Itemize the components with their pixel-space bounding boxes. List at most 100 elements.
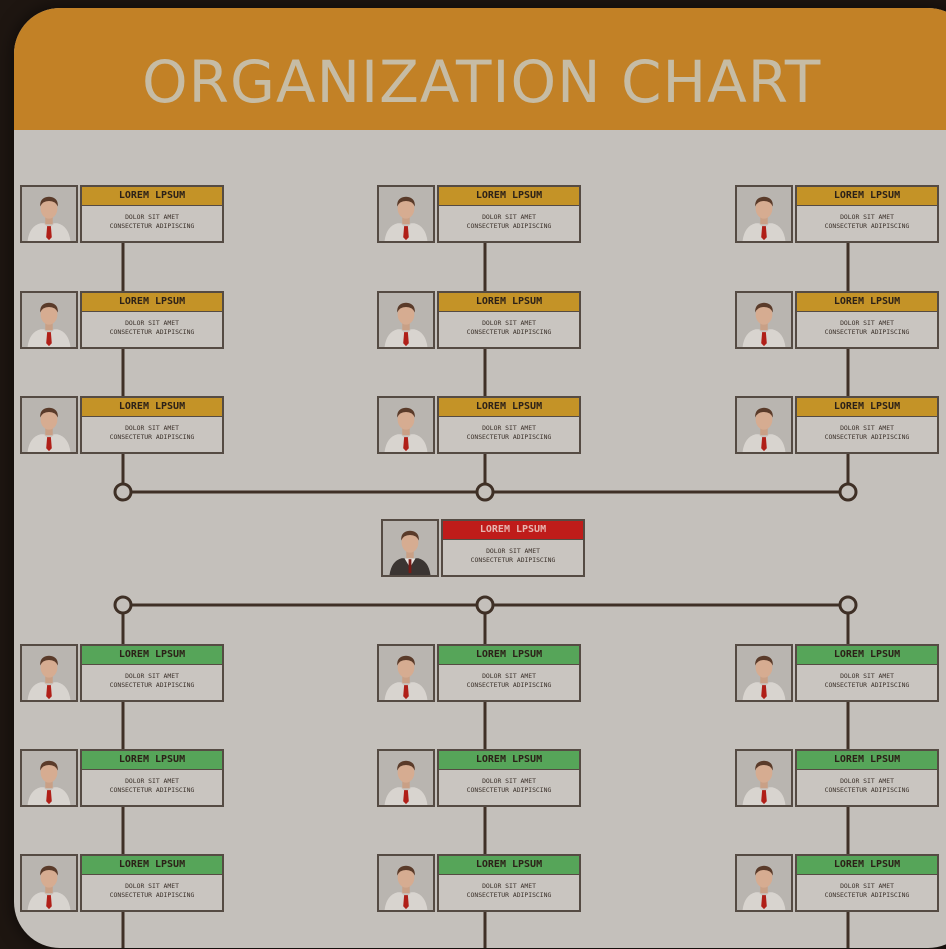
role-description-line-1: DOLOR SIT AMET bbox=[125, 777, 179, 785]
role-description-line-2: CONSECTETUR ADIPISCING bbox=[109, 681, 195, 689]
person-avatar-icon bbox=[377, 854, 435, 912]
header-banner: ORGANIZATION CHART bbox=[14, 8, 946, 130]
person-avatar-icon bbox=[377, 644, 435, 702]
role-name: LOREM LPSUM bbox=[439, 293, 579, 312]
role-description-line-2: CONSECTETUR ADIPISCING bbox=[824, 433, 910, 441]
person-avatar-icon bbox=[377, 396, 435, 454]
person-avatar-icon bbox=[735, 396, 793, 454]
role-description-line-1: DOLOR SIT AMET bbox=[840, 672, 894, 680]
person-avatar-icon bbox=[735, 644, 793, 702]
role-name: LOREM LPSUM bbox=[443, 521, 583, 540]
role-description-line-2: CONSECTETUR ADIPISCING bbox=[824, 891, 910, 899]
top-junction-node-2 bbox=[475, 482, 495, 502]
role-name: LOREM LPSUM bbox=[797, 293, 937, 312]
page-title: ORGANIZATION CHART bbox=[142, 48, 822, 116]
role-description-line-1: DOLOR SIT AMET bbox=[125, 424, 179, 432]
bottom-junction-node-1 bbox=[113, 595, 133, 615]
person-avatar-icon bbox=[735, 185, 793, 243]
role-name: LOREM LPSUM bbox=[797, 856, 937, 875]
role-description-line-2: CONSECTETUR ADIPISCING bbox=[824, 222, 910, 230]
person-avatar-icon bbox=[377, 291, 435, 349]
person-avatar-icon bbox=[20, 291, 78, 349]
role-name: LOREM LPSUM bbox=[797, 751, 937, 770]
role-name: LOREM LPSUM bbox=[439, 187, 579, 206]
person-avatar-icon bbox=[20, 854, 78, 912]
role-description-line-1: DOLOR SIT AMET bbox=[840, 213, 894, 221]
role-name: LOREM LPSUM bbox=[82, 856, 222, 875]
role-name: LOREM LPSUM bbox=[439, 398, 579, 417]
person-avatar-icon bbox=[377, 185, 435, 243]
role-description-line-2: CONSECTETUR ADIPISCING bbox=[466, 786, 552, 794]
role-description-line-2: CONSECTETUR ADIPISCING bbox=[109, 328, 195, 336]
person-avatar-icon bbox=[20, 644, 78, 702]
role-description-line-1: DOLOR SIT AMET bbox=[482, 777, 536, 785]
top-junction-node-3 bbox=[838, 482, 858, 502]
top-junction-node-1 bbox=[113, 482, 133, 502]
role-description-line-1: DOLOR SIT AMET bbox=[125, 882, 179, 890]
person-avatar-icon bbox=[377, 749, 435, 807]
role-description-line-1: DOLOR SIT AMET bbox=[125, 672, 179, 680]
role-description-line-2: CONSECTETUR ADIPISCING bbox=[824, 786, 910, 794]
role-name: LOREM LPSUM bbox=[82, 293, 222, 312]
role-description-line-2: CONSECTETUR ADIPISCING bbox=[466, 891, 552, 899]
role-name: LOREM LPSUM bbox=[797, 398, 937, 417]
role-name: LOREM LPSUM bbox=[82, 751, 222, 770]
role-description-line-2: CONSECTETUR ADIPISCING bbox=[824, 328, 910, 336]
role-name: LOREM LPSUM bbox=[797, 187, 937, 206]
role-name: LOREM LPSUM bbox=[82, 398, 222, 417]
role-description-line-1: DOLOR SIT AMET bbox=[482, 424, 536, 432]
role-description-line-1: DOLOR SIT AMET bbox=[482, 319, 536, 327]
role-description-line-1: DOLOR SIT AMET bbox=[840, 882, 894, 890]
role-description-line-1: DOLOR SIT AMET bbox=[840, 777, 894, 785]
role-description-line-2: CONSECTETUR ADIPISCING bbox=[466, 681, 552, 689]
role-description-line-1: DOLOR SIT AMET bbox=[840, 319, 894, 327]
role-description-line-2: CONSECTETUR ADIPISCING bbox=[466, 222, 552, 230]
role-name: LOREM LPSUM bbox=[82, 187, 222, 206]
role-description-line-1: DOLOR SIT AMET bbox=[482, 213, 536, 221]
role-name: LOREM LPSUM bbox=[439, 646, 579, 665]
person-avatar-icon bbox=[735, 854, 793, 912]
bottom-junction-node-3 bbox=[838, 595, 858, 615]
role-description-line-2: CONSECTETUR ADIPISCING bbox=[109, 891, 195, 899]
